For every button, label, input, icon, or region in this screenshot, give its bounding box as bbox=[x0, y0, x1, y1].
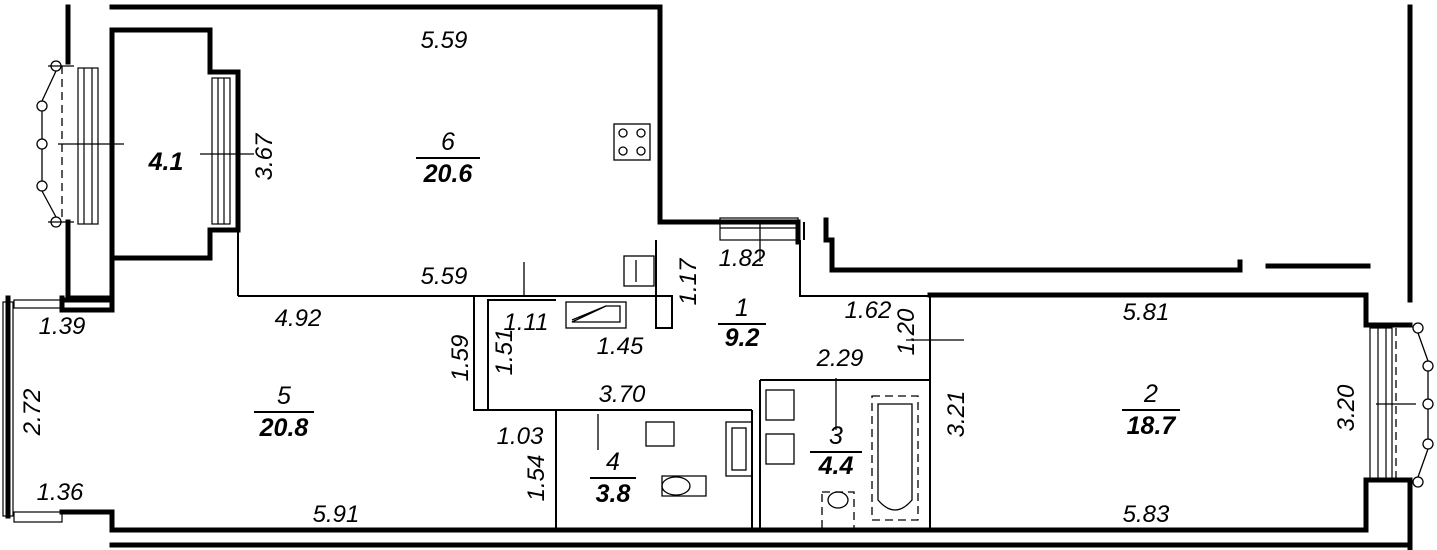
dim-hall-pass: 1.20 bbox=[893, 308, 920, 355]
room-5-area: 20.8 bbox=[259, 414, 309, 442]
fixtures bbox=[565, 123, 919, 531]
dim-room5-bottom: 5.91 bbox=[313, 501, 360, 528]
dim-hall-depth: 1.62 bbox=[845, 297, 892, 324]
area-underlines bbox=[254, 157, 1180, 479]
room-6-area: 20.6 bbox=[423, 160, 474, 188]
dim-room6-bottom: 5.59 bbox=[421, 263, 468, 290]
dim-room2-height: 3.20 bbox=[1333, 384, 1360, 431]
dim-room5-bay-bottom: 1.36 bbox=[37, 479, 84, 506]
room-6-number: 6 bbox=[441, 128, 455, 156]
room-2-number: 2 bbox=[1143, 380, 1158, 408]
dim-room2-bottom: 5.83 bbox=[1123, 501, 1170, 528]
dim-room6-top: 5.59 bbox=[421, 27, 468, 54]
room-4-number: 4 bbox=[606, 448, 620, 476]
dim-hall-width-top: 1.82 bbox=[719, 245, 766, 272]
dim-room5-bay-height: 2.72 bbox=[19, 389, 46, 437]
dim-corridor-b: 1.51 bbox=[491, 329, 518, 376]
dim-room2-top: 5.81 bbox=[1123, 299, 1170, 326]
room-labels: 6 20.6 4.1 1 9.2 2 18.7 3 4.4 4 3.8 5 20… bbox=[148, 128, 1177, 508]
room-1-area: 9.2 bbox=[725, 324, 760, 352]
dim-room5-top: 4.92 bbox=[275, 305, 322, 332]
dim-hall-height: 1.17 bbox=[675, 257, 702, 305]
room-5-number: 5 bbox=[277, 382, 291, 410]
dim-room5-bay-top: 1.39 bbox=[39, 313, 86, 340]
dimension-labels: 5.59 5.59 3.67 1.82 1.17 1.11 1.45 1.62 … bbox=[19, 27, 1360, 528]
room-3-area: 4.4 bbox=[818, 452, 854, 480]
dim-corridor-a: 1.59 bbox=[447, 335, 474, 382]
room-3-number: 3 bbox=[829, 422, 843, 450]
room-4-area: 3.8 bbox=[596, 480, 631, 508]
dim-wc-width: 1.03 bbox=[497, 423, 544, 450]
dim-bath-width: 2.29 bbox=[816, 345, 864, 372]
windows bbox=[2, 67, 1393, 523]
dim-corridor-len: 3.70 bbox=[599, 381, 646, 408]
room-1-number: 1 bbox=[735, 294, 749, 322]
balcony-area: 4.1 bbox=[148, 148, 184, 176]
dim-closet-width: 1.11 bbox=[504, 309, 549, 336]
partitions bbox=[237, 222, 931, 530]
room-2-area: 18.7 bbox=[1127, 412, 1177, 440]
dim-bath-height: 3.21 bbox=[943, 391, 970, 438]
balcony-rails bbox=[36, 60, 1434, 488]
dim-closet-inner: 1.45 bbox=[597, 333, 644, 360]
dim-wc-height: 1.54 bbox=[523, 455, 550, 502]
dim-balcony-height: 3.67 bbox=[251, 132, 278, 180]
